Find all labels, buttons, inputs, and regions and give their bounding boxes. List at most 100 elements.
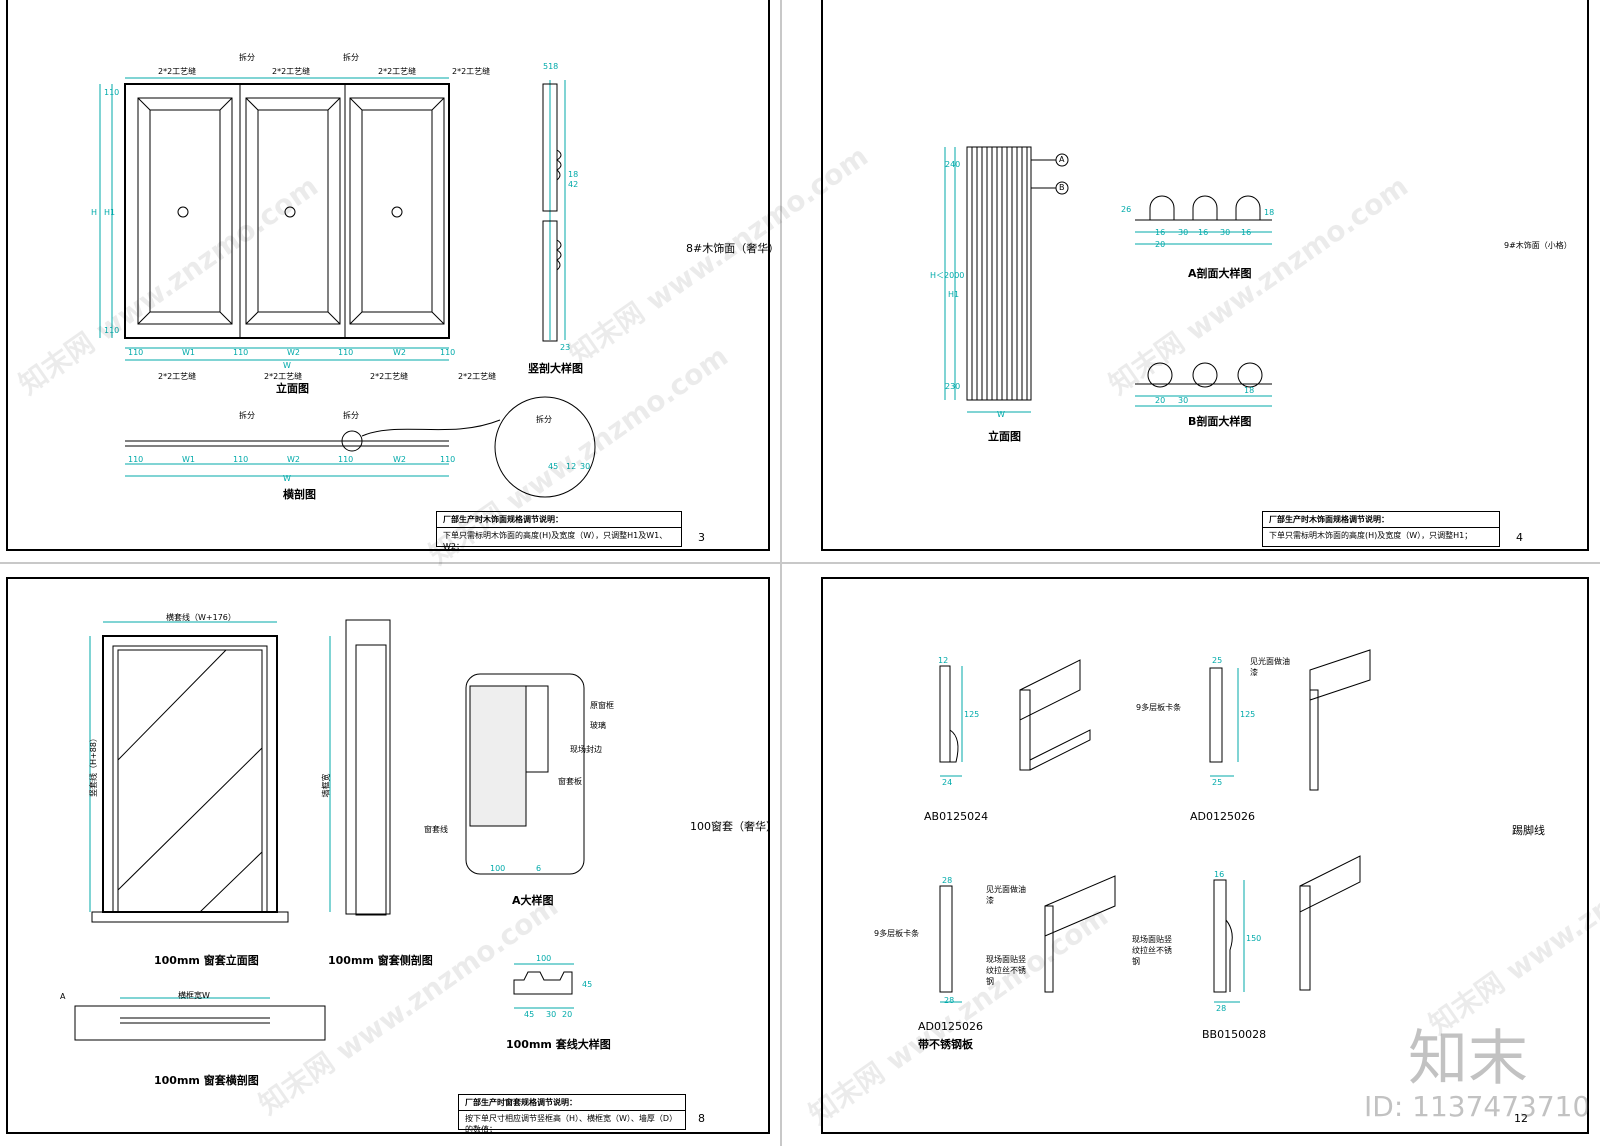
gap-label-4: 2*2工艺缝 <box>452 67 491 76</box>
b3-clip: 9多层板卡条 <box>874 929 920 938</box>
b3-dim-28b: 28 <box>944 996 955 1005</box>
dim-18: 18 <box>568 170 579 179</box>
s3-note-body: 下单只需标明木饰面的高度(H)及宽度（W），只调整H1及W1、W2； <box>443 531 668 551</box>
dim-h: H <box>91 208 98 217</box>
split-label-4: 拆分 <box>343 411 359 420</box>
trim-dim-20: 20 <box>562 1010 573 1019</box>
s3-page-no: 3 <box>698 531 705 544</box>
s3-vert-caption: 竖剖大样图 <box>528 362 583 375</box>
trim-dim-45: 45 <box>524 1010 535 1019</box>
s4-note-body: 下单只需标明木饰面的高度(H)及宽度（W），只调整H1； <box>1269 531 1473 540</box>
brand-id: ID: 1137473710 <box>1364 1090 1591 1123</box>
b4-dim-150: 150 <box>1246 934 1262 943</box>
dim-45: 45 <box>548 462 559 471</box>
s8-page-no: 8 <box>698 1112 705 1125</box>
dim-240: 240 <box>945 160 961 169</box>
dim-110-g: 110 <box>338 455 354 464</box>
trim-dim-30: 30 <box>546 1010 557 1019</box>
dim-110-b: 110 <box>233 348 249 357</box>
s8-a-caption: A大样图 <box>512 894 554 907</box>
dim-30-b: 30 <box>1220 228 1231 237</box>
b1-dim-125: 125 <box>964 710 980 719</box>
a-dim-100: 100 <box>490 864 506 873</box>
code-4: BB0150028 <box>1202 1028 1267 1041</box>
code-2: AD0125026 <box>1190 810 1255 823</box>
s4-b-caption: B剖面大样图 <box>1188 415 1252 428</box>
dim-w2-c: W2 <box>287 455 300 464</box>
dim-w2-d: W2 <box>393 455 406 464</box>
gap-label-3: 2*2工艺缝 <box>378 67 417 76</box>
dim-30-c: 30 <box>1178 396 1189 405</box>
s4-note: 厂部生产时木饰面规格调节说明： 下单只需标明木饰面的高度(H)及宽度（W），只调… <box>1262 511 1500 547</box>
split-label-2: 拆分 <box>343 53 359 62</box>
s8-side-label: 100窗套（奢华） <box>690 820 777 833</box>
b3-dim-28: 28 <box>942 876 953 885</box>
marker-b: B <box>1059 183 1065 192</box>
b2-dim-125: 125 <box>1240 710 1256 719</box>
s4-page-no: 4 <box>1516 531 1523 544</box>
s12-page-no: 12 <box>1514 1112 1528 1125</box>
gap-label-1: 2*2工艺缝 <box>158 67 197 76</box>
gap-label-7: 2*2工艺缝 <box>370 372 409 381</box>
cross-dim-label: 横框宽W <box>178 991 210 1000</box>
s3-note: 厂部生产时木饰面规格调节说明： 下单只需标明木饰面的高度(H)及宽度（W），只调… <box>436 511 682 551</box>
s8-note: 厂部生产时窗套规格调节说明： 按下单尺寸相应调节竖框高（H）、横框宽（W）、墙厚… <box>458 1094 686 1134</box>
dim-30: 30 <box>580 462 591 471</box>
dim-110-c: 110 <box>338 348 354 357</box>
b2-clip: 9多层板卡条 <box>1136 703 1182 712</box>
dim-110-f: 110 <box>233 455 249 464</box>
dim-w: W <box>997 410 1005 419</box>
b2-dim-25: 25 <box>1212 656 1223 665</box>
a-dim-6: 6 <box>536 864 542 873</box>
dim-16-a: 16 <box>1155 228 1166 237</box>
dim-110-top: 110 <box>104 88 120 97</box>
marker-a: A <box>1059 155 1065 164</box>
s3-elev-caption: 立面图 <box>276 382 309 395</box>
b3-site-steel: 现场面贴竖纹拉丝不锈钢 <box>986 955 1026 986</box>
b3-light-paint: 见光面做油漆 <box>986 885 1026 905</box>
s12-side-label: 踢脚线 <box>1512 824 1545 837</box>
steel-label: 带不锈钢板 <box>918 1038 973 1051</box>
brand-logo: 知末 <box>1408 1024 1528 1094</box>
sheet-divider-vertical <box>780 0 782 1146</box>
dim-30-a: 30 <box>1178 228 1189 237</box>
s4-side-label: 9#木饰面（小格） <box>1504 241 1572 250</box>
s8-trim-caption: 100mm 套线大样图 <box>506 1038 611 1051</box>
dim-26: 26 <box>1121 205 1132 214</box>
trim-dim-45-h: 45 <box>582 980 593 989</box>
split-label-1: 拆分 <box>239 53 255 62</box>
b2-light-paint: 见光面做油漆 <box>1250 657 1290 677</box>
dim-w1-b: W1 <box>182 455 195 464</box>
dim-23: 23 <box>560 343 571 352</box>
dim-w2-b: W2 <box>393 348 406 357</box>
a-label-edge: 现场封边 <box>570 745 602 754</box>
dim-18-a: 18 <box>1264 208 1275 217</box>
b2-dim-25b: 25 <box>1212 778 1223 787</box>
s3-note-title: 厂部生产时木饰面规格调节说明： <box>437 512 681 528</box>
b1-dim-24: 24 <box>942 778 953 787</box>
split-label-5: 拆分 <box>536 415 552 424</box>
a-label-trim: 窗套线 <box>424 825 448 834</box>
s8-note-body: 按下单尺寸相应调节竖框高（H）、横框宽（W）、墙厚（D）的数值； <box>465 1114 678 1134</box>
b3-site-steel-2: 现场面贴竖纹拉丝不锈钢 <box>1132 935 1172 966</box>
dim-w2-a: W2 <box>287 348 300 357</box>
s8-elev-caption: 100mm 窗套立面图 <box>154 954 259 967</box>
a-label-board: 窗套板 <box>558 777 582 786</box>
dim-110-d: 110 <box>440 348 456 357</box>
b4-dim-16: 16 <box>1214 870 1225 879</box>
b4-dim-28: 28 <box>1216 1004 1227 1013</box>
dim-20-a: 20 <box>1155 240 1166 249</box>
sheet-12 <box>821 577 1589 1134</box>
s8-note-title: 厂部生产时窗套规格调节说明： <box>459 1095 685 1111</box>
dim-230: 230 <box>945 382 961 391</box>
s8-cross-caption: 100mm 窗套横剖图 <box>154 1074 259 1087</box>
dim-h1: H1 <box>104 208 116 217</box>
a-label-frame: 原窗框 <box>590 701 614 710</box>
gap-label-5: 2*2工艺缝 <box>158 372 197 381</box>
dim-18-b: 18 <box>1244 386 1255 395</box>
sheet-divider-horizontal <box>0 562 1600 564</box>
s4-elev-caption: 立面图 <box>988 430 1021 443</box>
